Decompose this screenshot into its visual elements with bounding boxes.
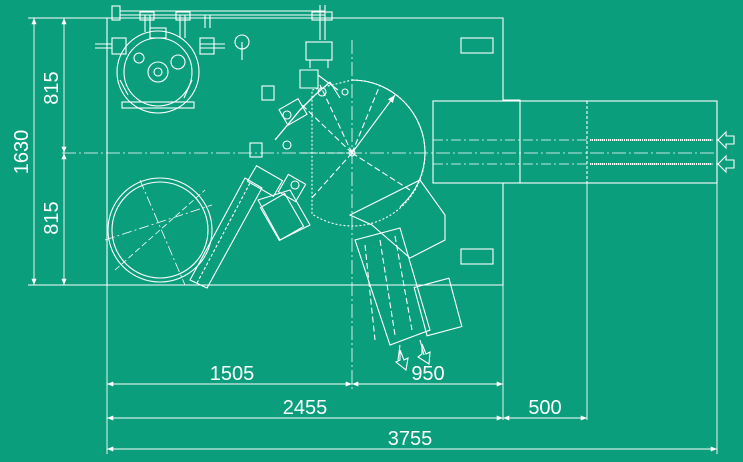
rotary-drum	[104, 177, 213, 286]
transfer-conveyor	[189, 164, 311, 289]
upper-panel	[460, 37, 494, 54]
dim-right-width: 950	[411, 363, 444, 385]
dim-total-width: 3755	[388, 428, 433, 450]
machine-body-outline	[106, 17, 521, 286]
outlet-arrow-right	[417, 343, 431, 365]
dim-upper-height: 815	[41, 71, 63, 104]
dim-extension-width: 500	[528, 397, 561, 419]
outlet-arrow-left	[394, 349, 409, 372]
inlet-arrow-upper	[717, 130, 735, 150]
lower-panel	[460, 248, 494, 265]
dim-total-height: 1630	[11, 130, 33, 175]
top-piping	[95, 5, 333, 68]
dim-left-width: 1505	[210, 363, 255, 385]
discharge-extension	[432, 100, 718, 184]
inlet-arrow-lower	[717, 154, 735, 174]
dimension-lines	[28, 17, 718, 454]
dim-lower-height: 815	[41, 201, 63, 234]
outfeed-chute	[348, 179, 463, 372]
filler-head	[116, 27, 200, 114]
dim-body-width: 2455	[283, 397, 328, 419]
